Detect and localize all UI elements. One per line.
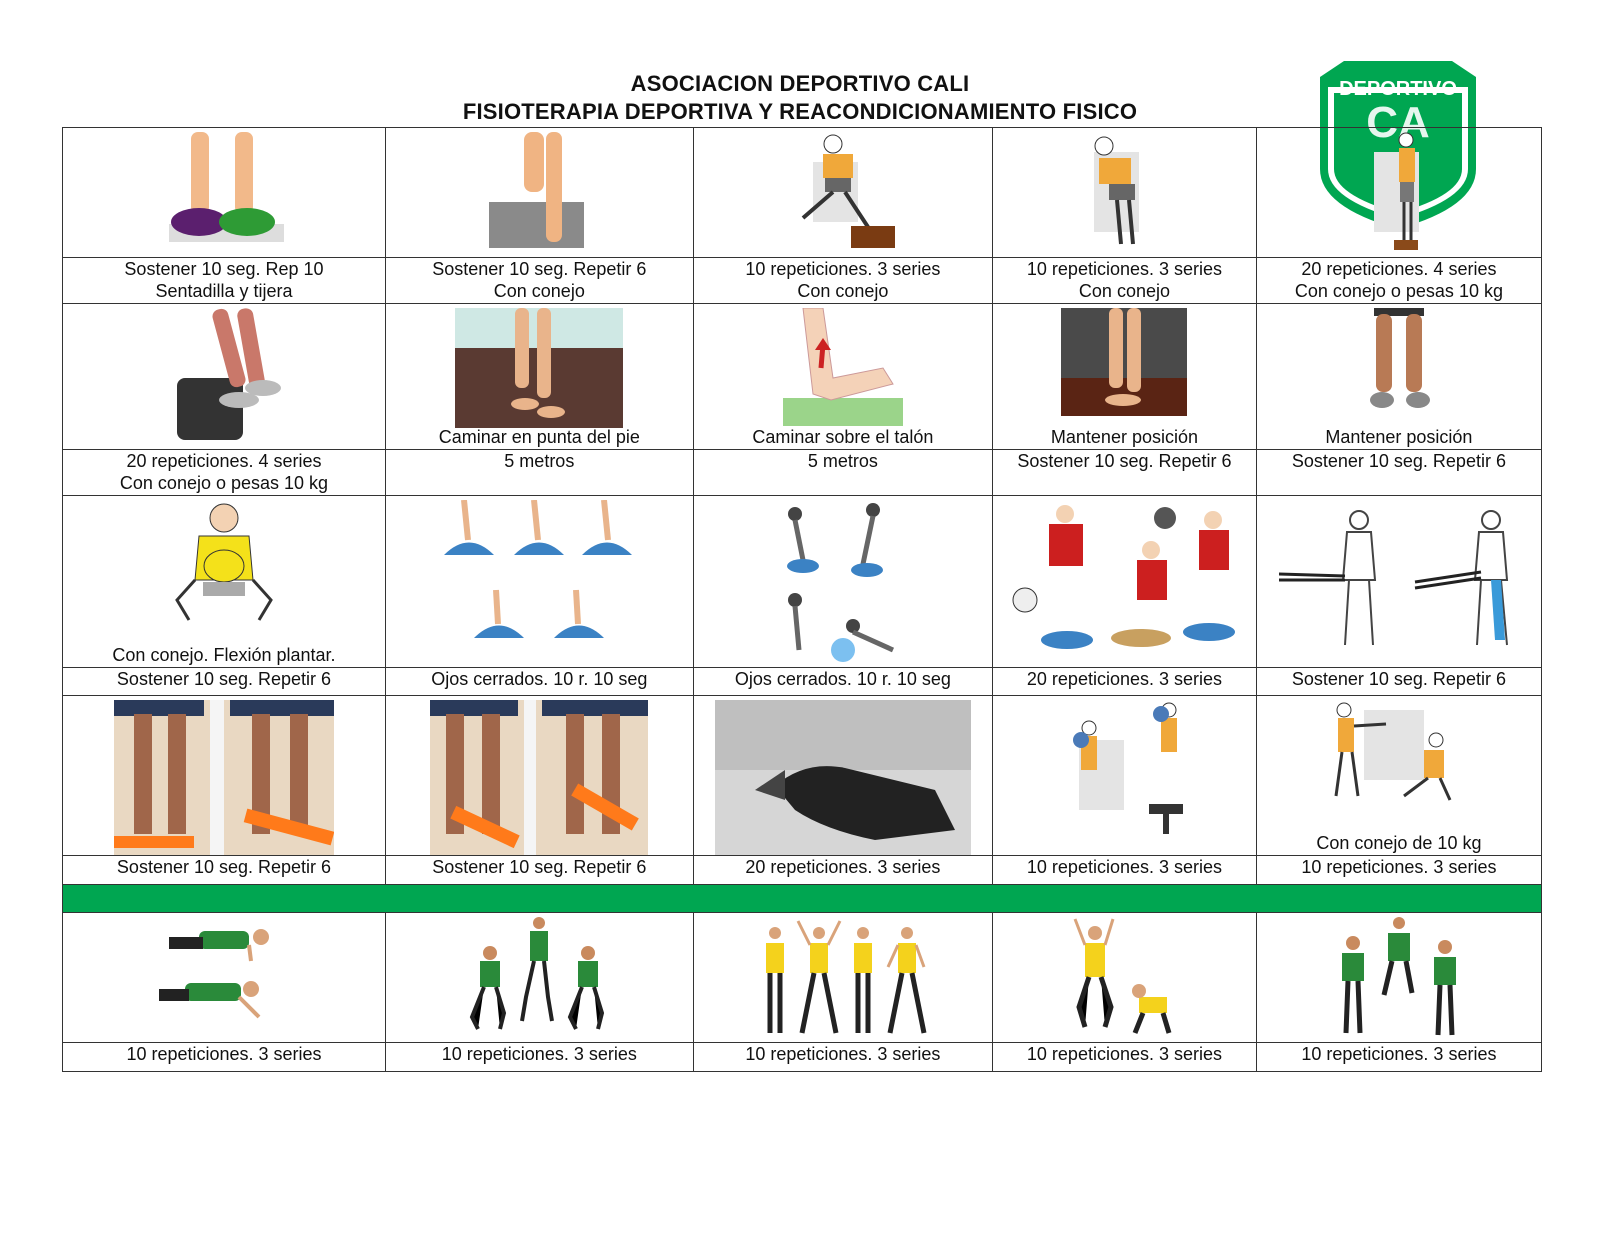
- exercise-prescription: 5 metros: [692, 449, 994, 496]
- exercise-prescription: 20 repeticiones. 3 series: [692, 855, 994, 885]
- exercise-prescription: 10 repeticiones. 3 series: [384, 1042, 694, 1072]
- exercise-image-cell: [62, 695, 386, 856]
- svg-text:DEPORTIVO: DEPORTIVO: [1339, 78, 1457, 100]
- exercise-image-cell: Caminar en punta del pie: [384, 303, 694, 450]
- lunge-icon: [1334, 702, 1452, 801]
- balance-discs-icon: [168, 132, 284, 242]
- band-hip-icon: [1278, 510, 1508, 646]
- exercise-image-cell: [992, 695, 1257, 856]
- exercise-image-cell: [992, 495, 1257, 668]
- exercise-prescription: 10 repeticiones. 3 series: [992, 855, 1257, 885]
- exercise-description: Con conejo. Flexión plantar.: [112, 645, 336, 665]
- bosu-reach-icon: [786, 503, 894, 662]
- exercise-image-cell: [384, 912, 694, 1043]
- squat-jump-icon: [470, 917, 605, 1030]
- exercise-description: Caminar en punta del pie: [438, 427, 640, 447]
- exercise-image-cell: [62, 127, 386, 258]
- tiptoe-hold-icon: [1061, 308, 1188, 416]
- section-divider-band: [62, 884, 1542, 913]
- exercise-image-cell: [1255, 495, 1543, 668]
- exercise-prescription: Sostener 10 seg. Repetir 6: [62, 667, 386, 696]
- exercise-prescription: 10 repeticiones. 3 series: [62, 1042, 386, 1072]
- exercise-prescription: 10 repeticiones. 3 series: [1255, 1042, 1543, 1072]
- exercise-image-cell: [384, 495, 694, 668]
- calf-raise-step-icon: [1373, 132, 1419, 250]
- tuck-jump-icon: [1074, 918, 1172, 1034]
- push-up-icon: [158, 929, 269, 1019]
- band-ankle-inversion-icon: [430, 700, 649, 855]
- exercise-image-cell: Con conejo. Flexión plantar.: [62, 495, 386, 668]
- exercise-image-cell: [62, 303, 386, 450]
- exercise-description: Con conejo de 10 kg: [1316, 833, 1482, 853]
- exercise-prescription: Sostener 10 seg. Repetir 6: [992, 449, 1257, 496]
- exercise-image-cell: [692, 912, 994, 1043]
- exercise-prescription: 10 repeticiones. 3 series: [692, 1042, 994, 1072]
- exercise-prescription: 5 metros: [384, 449, 694, 496]
- exercise-image-cell: [692, 127, 994, 258]
- exercise-image-cell: Mantener posición: [992, 303, 1257, 450]
- split-jump-icon: [1341, 917, 1456, 1036]
- exercise-image-cell: Caminar sobre el talón: [692, 303, 994, 450]
- exercise-image-cell: [692, 695, 994, 856]
- exercise-prescription: Ojos cerrados. 10 r. 10 seg: [384, 667, 694, 696]
- exercise-prescription: Sostener 10 seg. Repetir 6: [62, 855, 386, 885]
- exercise-image-cell: Con conejo de 10 kg: [1255, 695, 1543, 856]
- toe-walk-icon: [455, 308, 624, 428]
- deep-squat-ball-icon: [175, 503, 273, 621]
- bosu-balance-icon: [444, 500, 633, 638]
- step-up-box-icon: [801, 134, 895, 248]
- exercise-description: Mantener posición: [1325, 427, 1473, 447]
- ball-catch-balance-icon: [1012, 505, 1236, 649]
- exercise-image-cell: [62, 912, 386, 1043]
- exercise-image-cell: [384, 695, 694, 856]
- exercise-prescription: 10 repeticiones. 3 series: [1255, 855, 1543, 885]
- exercise-image-cell: [1255, 912, 1543, 1043]
- heel-walk-icon: [782, 308, 903, 426]
- band-ankle-eversion-icon: [113, 700, 334, 855]
- document-title: ASOCIACION DEPORTIVO CALI: [630, 71, 970, 96]
- jumping-jack-icon: [765, 920, 927, 1034]
- exercise-description: Caminar sobre el talón: [752, 427, 934, 447]
- exercise-prescription: Sostener 10 seg. Repetir 6: [1255, 667, 1543, 696]
- exercise-image-cell: [692, 495, 994, 668]
- exercise-image-cell: [992, 127, 1257, 258]
- exercise-prescription: Sostener 10 seg. Repetir 6: [1255, 449, 1543, 496]
- exercise-image-cell: [1255, 127, 1543, 258]
- exercise-image-cell: [384, 127, 694, 258]
- exercise-prescription: Sostener 10 seg. Repetir 6: [384, 855, 694, 885]
- single-leg-stance-icon: [489, 132, 585, 248]
- mini-squat-icon: [1094, 136, 1140, 245]
- legs-stance-icon: [1369, 308, 1430, 408]
- calf-stretch-icon: [714, 700, 971, 855]
- exercise-image-cell: Mantener posición: [1255, 303, 1543, 450]
- exercise-prescription: 10 repeticiones. 3 series: [992, 1042, 1257, 1072]
- calf-raise-stepper-icon: [177, 308, 282, 440]
- exercise-image-cell: [992, 912, 1257, 1043]
- exercise-description: Mantener posición: [1050, 427, 1198, 447]
- ball-step-up-icon: [1073, 702, 1184, 834]
- exercise-prescription: Ojos cerrados. 10 r. 10 seg: [692, 667, 994, 696]
- exercise-prescription: 20 repeticiones. 3 series: [992, 667, 1257, 696]
- document-subtitle: FISIOTERAPIA DEPORTIVA Y REACONDICIONAMI…: [462, 99, 1138, 124]
